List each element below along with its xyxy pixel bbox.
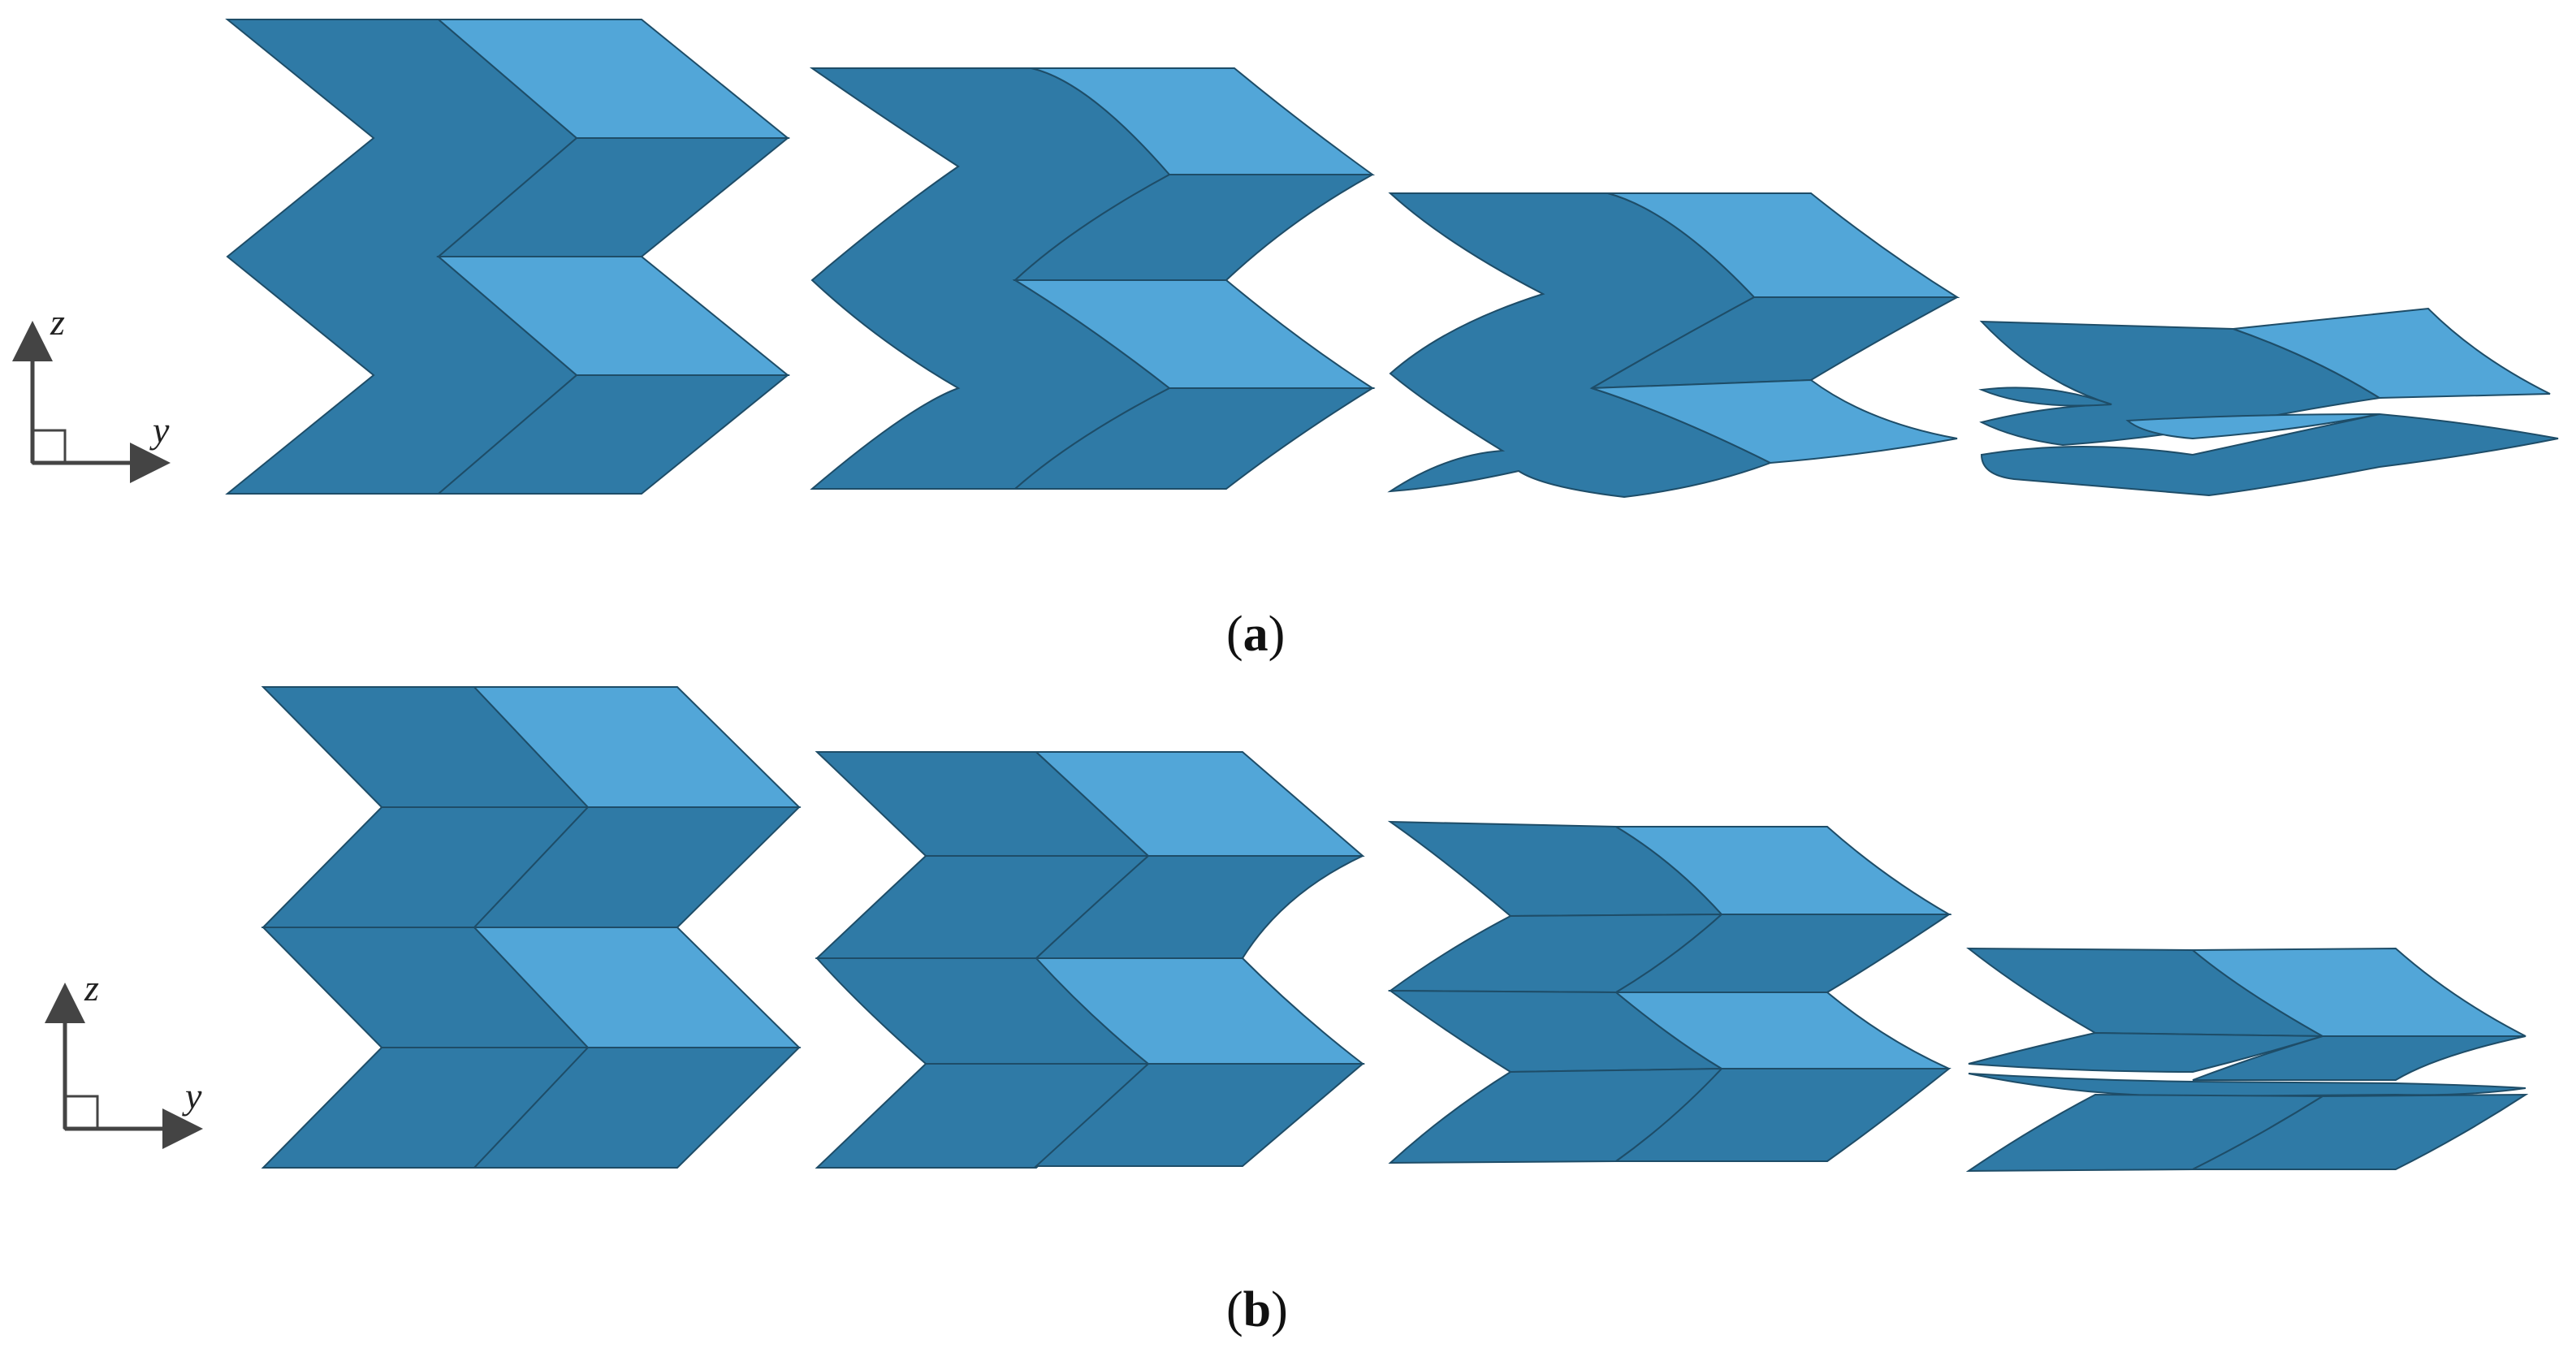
axis-indicator-b: z y	[45, 967, 203, 1149]
axis-indicator-a: z y	[11, 301, 171, 483]
structure-a1	[225, 19, 790, 495]
caption-b: (b)	[1226, 1282, 1288, 1337]
structure-b1	[261, 686, 802, 1169]
structure-b4	[1965, 947, 2529, 1173]
structure-a3	[1387, 192, 1960, 499]
structure-b3	[1387, 820, 1952, 1164]
z-axis-label: z	[84, 967, 99, 1009]
structure-b2	[815, 751, 1365, 1169]
structure-a2	[809, 67, 1376, 490]
panel-b: z y	[45, 686, 2529, 1173]
panel-a: z y	[11, 19, 2559, 499]
y-axis-label: y	[182, 1075, 202, 1117]
caption-a: (a)	[1226, 607, 1286, 662]
z-axis-label: z	[50, 301, 65, 343]
structure-a4	[1978, 307, 2559, 497]
y-axis-label: y	[149, 409, 170, 451]
